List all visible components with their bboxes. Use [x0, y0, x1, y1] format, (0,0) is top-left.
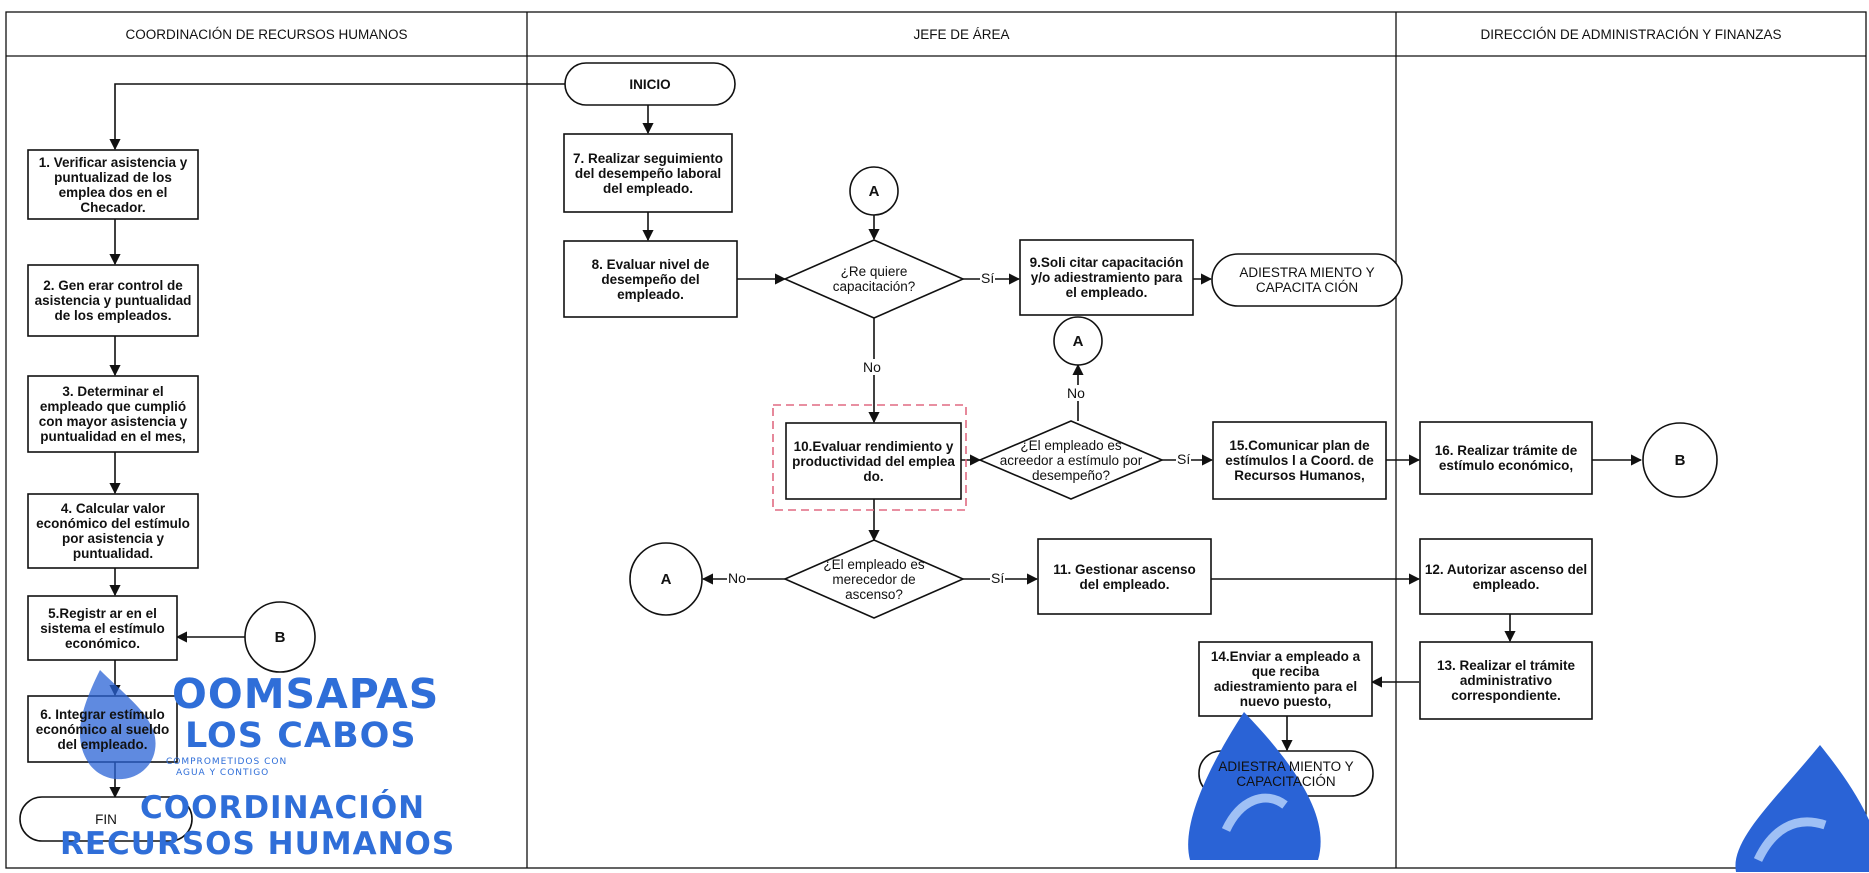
decision-merecedor-ascenso: ¿El empleado es merecedor de ascenso?: [823, 556, 925, 602]
step-16-realizar-tramite-estimulo: 16. Realizar trámite de estímulo económi…: [1434, 443, 1578, 473]
step-3-determinar-empleado: 3. Determinar el empleado que cumplió co…: [38, 384, 188, 444]
lane-header-jefe-de-area: JEFE DE ÁREA: [913, 26, 1010, 42]
water-drop-logo-right: [1735, 745, 1869, 872]
step-10-evaluar-rendimiento: 10.Evaluar rendimiento y productividad d…: [792, 438, 955, 484]
swimlane-frame: [5, 11, 1867, 869]
process-boxes: [27, 133, 1593, 763]
watermark-dept-line-1: COORDINACIÓN: [140, 790, 426, 826]
watermark-org-location: LOS CABOS: [185, 716, 417, 756]
connector-b-left: B: [274, 628, 286, 646]
label-no-capacitacion: No: [862, 359, 882, 375]
highlight-box: [772, 404, 967, 511]
step-6-integrar-estimulo: 6. Integrar estímulo económico al sueldo…: [35, 706, 170, 752]
step-11-gestionar-ascenso: 11. Gestionar ascenso del empleado.: [1053, 561, 1196, 592]
step-15-comunicar-plan: 15.Comunicar plan de estímulos l a Coord…: [1225, 438, 1374, 483]
step-13-realizar-tramite: 13. Realizar el trámite administrativo c…: [1436, 658, 1576, 703]
step-12-autorizar-ascenso: 12. Autorizar ascenso del empleado.: [1424, 561, 1588, 592]
step-1-verificar-asistencia: 1. Verificar asistencia y puntualizad de…: [38, 154, 188, 215]
step-14-enviar-empleado: 14.Enviar a empleado a que reciba adiest…: [1210, 649, 1361, 709]
step-8-evaluar-nivel: 8. Evaluar nivel de desempeño del emplea…: [591, 256, 710, 302]
decision-diamonds: [783, 239, 1165, 619]
connector-circles: [244, 166, 1718, 673]
connector-a-mid: A: [1072, 332, 1084, 350]
water-drop-logo-center: [1188, 712, 1321, 860]
step-4-calcular-valor: 4. Calcular valor económico del estímulo…: [36, 501, 190, 561]
terminator-adiestramiento-capacitacion: ADIESTRA MIENTO Y CAPACITA CIÓN: [1239, 265, 1375, 295]
step-5-registrar-estimulo: 5.Registr ar en el sistema el estímulo e…: [40, 605, 165, 651]
step-2-generar-control: 2. Gen erar control de asistencia y punt…: [34, 278, 192, 323]
step-9-solicitar-capacitacion: 9.Soli citar capacitación y/o adiestrami…: [1029, 255, 1184, 300]
label-si-capacitacion: Sí: [980, 270, 996, 286]
decision-requiere-capacitacion: ¿Re quiere capacitación?: [832, 264, 916, 294]
start-terminator: INICIO: [629, 76, 671, 92]
label-si-ascenso: Sí: [990, 570, 1006, 586]
lane-header-direccion-administracion: DIRECCIÓN DE ADMINISTRACIÓN Y FINANZAS: [1480, 26, 1782, 42]
watermark-tagline-1: COMPROMETIDOS CON: [166, 757, 288, 767]
lane-header-coordinacion-rh: COORDINACIÓN DE RECURSOS HUMANOS: [125, 26, 408, 42]
connector-a-top: A: [868, 182, 880, 200]
end-terminator: FIN: [95, 811, 117, 827]
watermark-dept-line-2: RECURSOS HUMANOS: [60, 826, 456, 862]
connector-a-left: A: [660, 570, 672, 588]
terminator-adiestramiento-capacitacion-2: ADIESTRA MIENTO Y CAPACITACIÓN: [1218, 758, 1354, 789]
connector-b-right: B: [1674, 451, 1686, 469]
label-no-ascenso: No: [727, 570, 747, 586]
watermark-tagline-2: AGUA Y CONTIGO: [176, 768, 270, 778]
terminators: [19, 62, 1403, 842]
watermark-org-name: OOMSAPAS: [172, 670, 440, 718]
label-no-estimulo: No: [1066, 385, 1086, 401]
water-drop-logo-left: [79, 670, 156, 780]
label-si-estimulo: Sí: [1176, 451, 1192, 467]
decision-acreedor-estimulo: ¿El empleado es acreedor a estímulo por …: [999, 437, 1143, 483]
step-7-realizar-seguimiento: 7. Realizar seguimiento del desempeño la…: [572, 150, 724, 196]
